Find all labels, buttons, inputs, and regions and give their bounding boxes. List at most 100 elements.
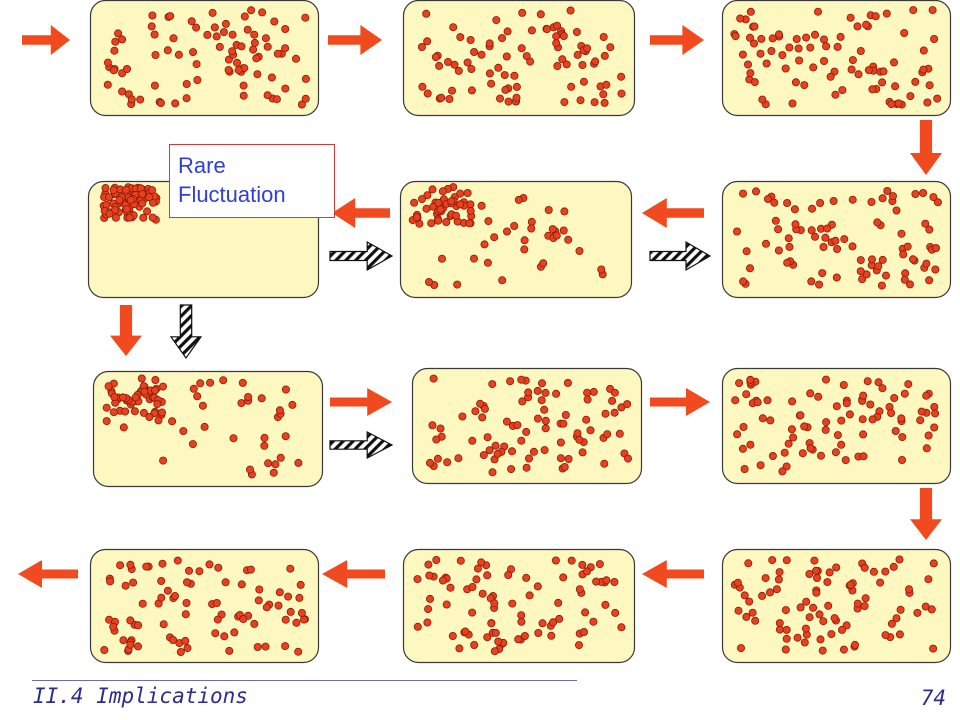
particle — [552, 32, 561, 41]
particle — [111, 213, 120, 222]
particle — [109, 408, 118, 417]
particle — [454, 454, 463, 463]
particle — [731, 396, 740, 405]
particle — [927, 605, 936, 614]
particle — [291, 54, 300, 63]
particle — [427, 219, 436, 228]
particle — [878, 384, 887, 393]
particle — [182, 80, 191, 89]
particle — [827, 630, 836, 639]
particle — [513, 421, 522, 430]
particle — [617, 623, 626, 632]
particle — [193, 76, 202, 85]
particle — [263, 42, 272, 51]
particle — [424, 560, 433, 569]
particle — [822, 418, 831, 427]
particle — [895, 555, 904, 564]
particle — [882, 9, 891, 18]
particle — [774, 246, 783, 255]
particle — [600, 98, 609, 107]
particle — [559, 226, 568, 235]
particle — [581, 608, 590, 617]
rare-fluctuation-line-1: Rare — [178, 153, 226, 178]
particle — [734, 606, 743, 615]
particle — [745, 597, 754, 606]
particle — [845, 410, 854, 419]
particle — [861, 594, 870, 603]
particle — [583, 388, 592, 397]
particle — [559, 573, 568, 582]
particle — [179, 427, 188, 436]
particle — [456, 33, 465, 42]
particle — [153, 400, 162, 409]
particle — [118, 393, 127, 402]
particle — [116, 561, 125, 570]
particle — [805, 570, 814, 579]
particle — [561, 410, 570, 419]
particle — [874, 262, 883, 271]
particle — [774, 225, 783, 234]
particle — [517, 617, 526, 626]
particle — [735, 379, 744, 388]
panel-11 — [402, 548, 636, 664]
particle — [512, 82, 521, 91]
particle — [839, 645, 848, 654]
particle — [138, 190, 147, 199]
particle — [784, 234, 793, 243]
particle — [101, 183, 110, 192]
particle — [447, 197, 456, 206]
particle — [615, 429, 624, 438]
particle — [896, 605, 905, 614]
particle — [788, 99, 797, 108]
particle — [553, 62, 562, 71]
particle — [250, 38, 259, 47]
particle — [428, 185, 437, 194]
particle — [514, 195, 523, 204]
particle — [517, 44, 526, 53]
particle — [478, 589, 487, 598]
particle — [903, 242, 912, 251]
particle — [763, 396, 772, 405]
particle — [286, 607, 295, 616]
particle — [109, 186, 118, 195]
particle — [137, 374, 146, 383]
particle — [739, 422, 748, 431]
footer-divider — [32, 680, 577, 681]
particle — [933, 94, 942, 103]
particle — [758, 414, 767, 423]
particle — [836, 32, 845, 41]
particle — [275, 588, 284, 597]
particle — [858, 275, 867, 284]
particle — [601, 409, 610, 418]
particle — [831, 448, 840, 457]
particle — [928, 6, 937, 15]
particle — [151, 51, 160, 60]
particle — [258, 8, 267, 17]
particle — [833, 431, 842, 440]
particle — [493, 449, 502, 458]
particle — [881, 567, 890, 576]
particle — [159, 456, 168, 465]
particle — [119, 423, 128, 432]
particle — [538, 619, 547, 628]
particle — [506, 377, 515, 386]
particle — [785, 242, 794, 251]
particle — [140, 387, 149, 396]
particle — [508, 599, 517, 608]
particle — [188, 440, 197, 449]
particle — [413, 622, 422, 631]
particle — [790, 205, 799, 214]
particle — [768, 451, 777, 460]
particle — [488, 468, 497, 477]
arrow-hatched-5-to-4 — [649, 240, 712, 272]
particle — [890, 393, 899, 402]
particle — [485, 69, 494, 78]
particle — [781, 606, 790, 615]
particle — [534, 629, 543, 638]
particle — [887, 408, 896, 417]
particle — [502, 52, 511, 61]
particle — [814, 7, 823, 16]
particle — [468, 436, 477, 445]
particle — [600, 51, 609, 60]
particle — [731, 32, 740, 41]
